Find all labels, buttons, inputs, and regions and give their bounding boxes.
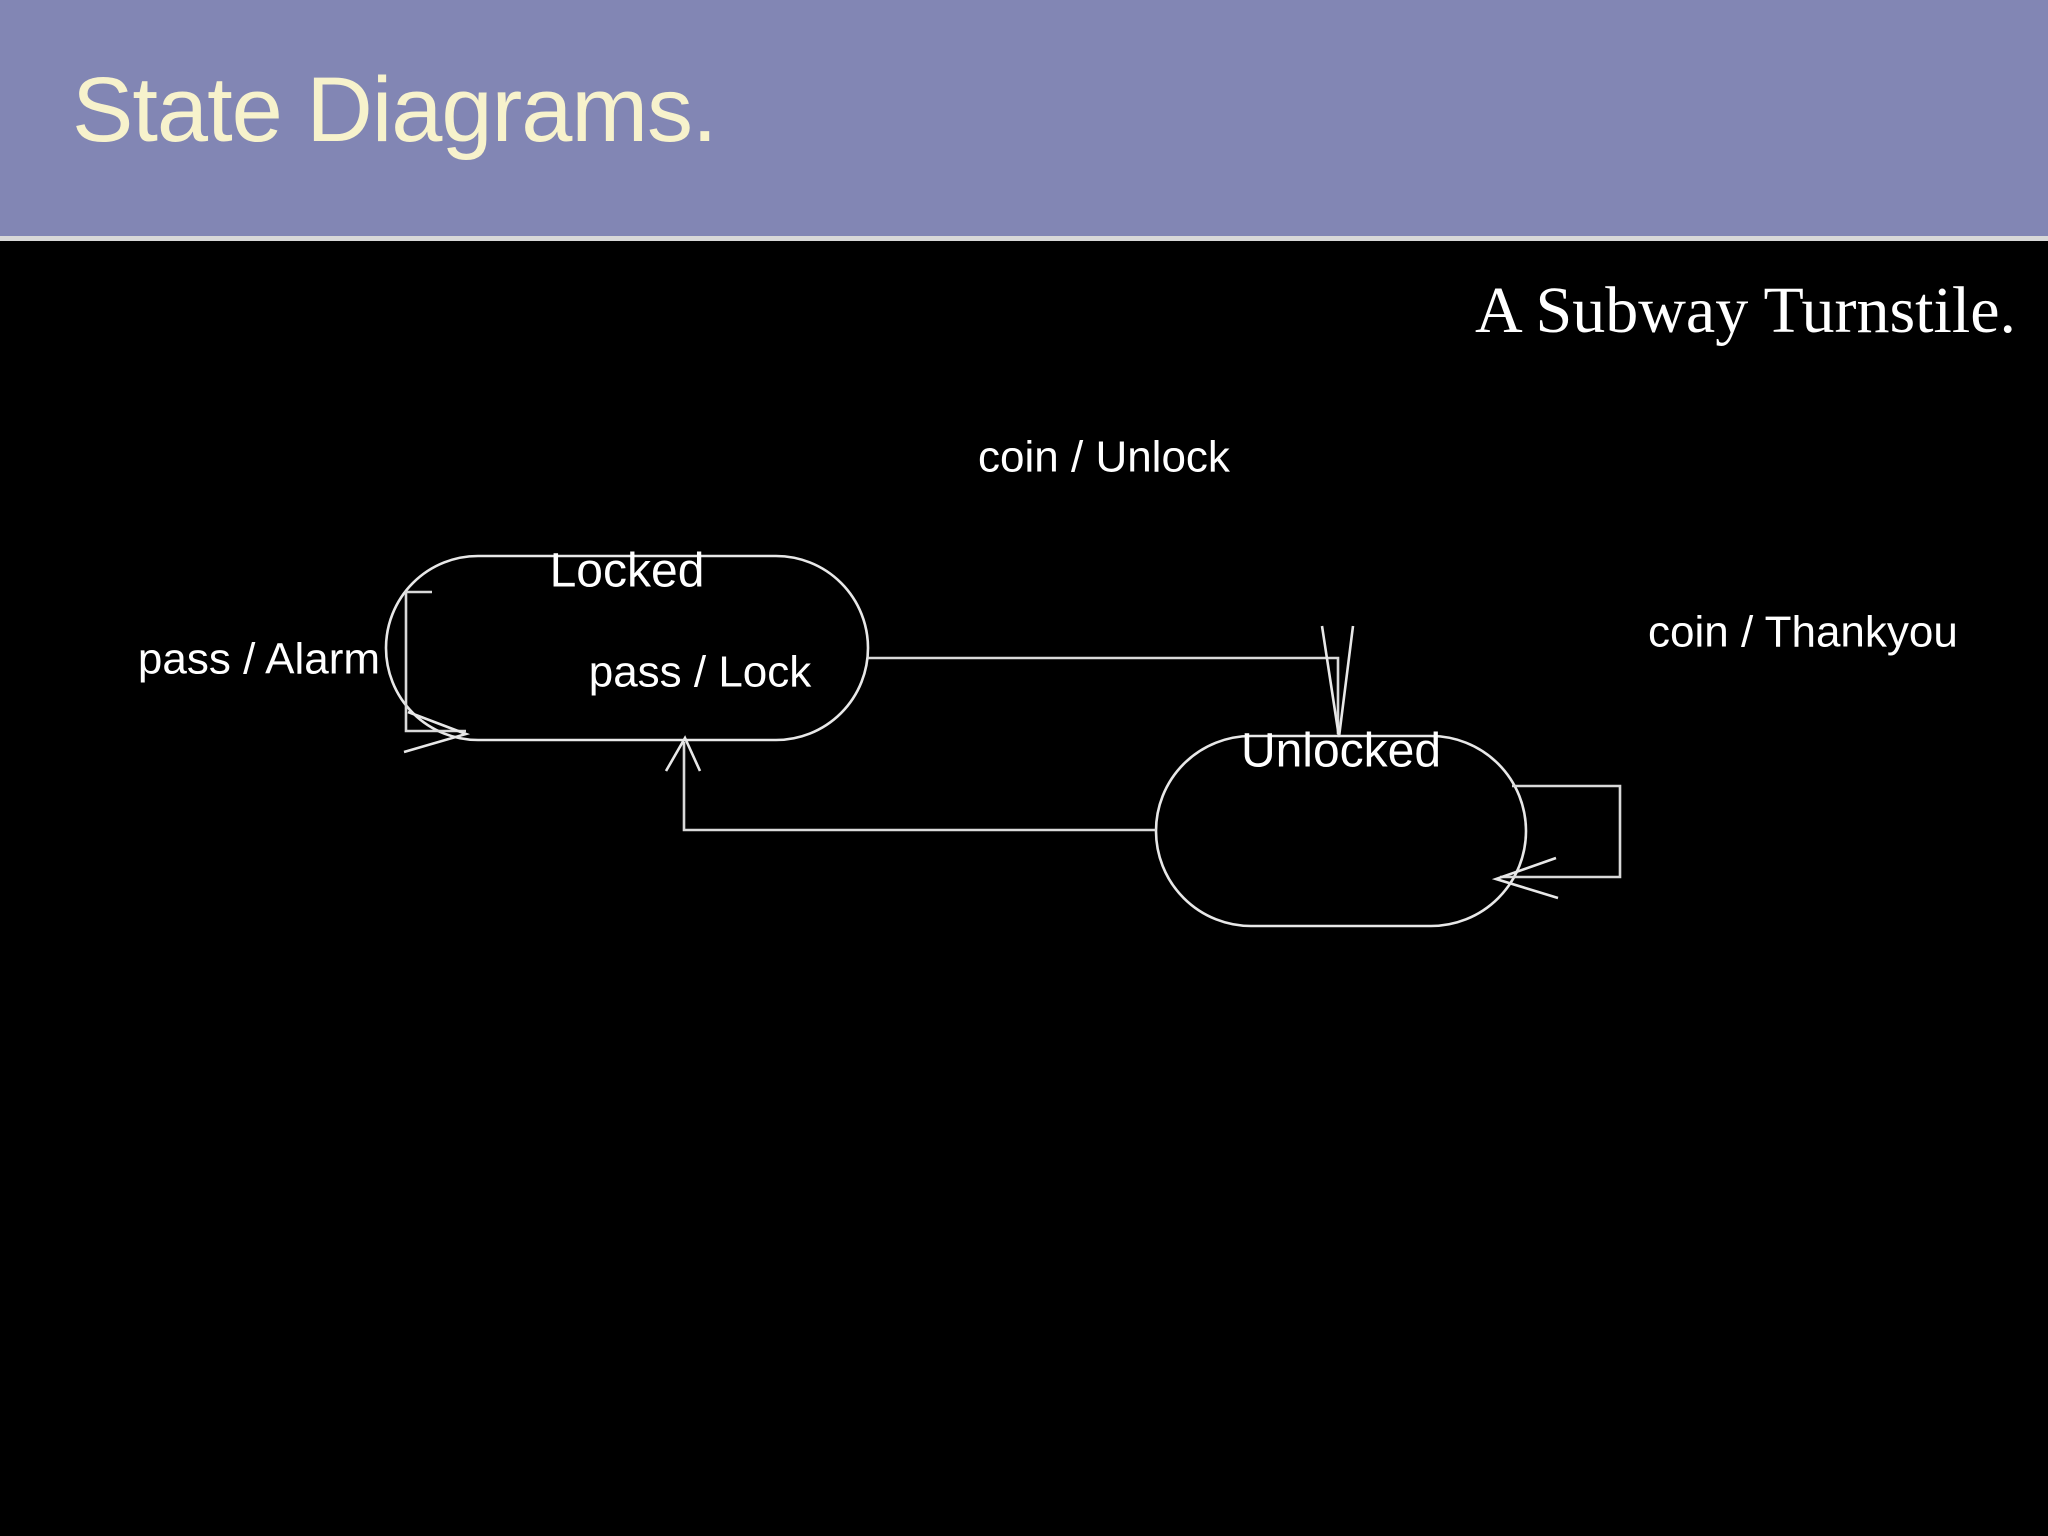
transition-pass-lock-path (682, 742, 1156, 832)
transition-pass-lock-label: pass / Lock (589, 648, 813, 697)
subtitle: A Subway Turnstile. (1475, 274, 2016, 347)
state-node-locked-shape (384, 554, 870, 742)
transition-coin-unlock[interactable]: coin / Unlock (868, 433, 1355, 738)
title-divider (0, 236, 2048, 241)
state-node-unlocked-label: Unlocked (1241, 725, 1441, 778)
transition-locked-self-path (404, 590, 466, 733)
state-node-unlocked[interactable]: Unlocked (1154, 725, 1528, 928)
transition-unlocked-self-path (1500, 784, 1622, 879)
state-node-locked-label: Locked (550, 545, 705, 598)
transition-coin-unlock-arrowhead (1320, 625, 1355, 738)
transition-unlocked-self-arrowhead (1491, 856, 1559, 900)
transition-locked-self[interactable]: pass / Alarm (138, 590, 471, 754)
transition-unlocked-self-label: coin / Thankyou (1648, 608, 1958, 657)
transition-unlocked-self[interactable]: coin / Thankyou (1491, 608, 1958, 900)
state-node-locked[interactable]: Locked (384, 545, 870, 742)
page-title: State Diagrams. (72, 59, 718, 161)
transition-coin-unlock-path (868, 656, 1340, 734)
transition-locked-self-label: pass / Alarm (138, 635, 380, 684)
state-diagram: Locked Unlocked pass / Alarm coin / Un (0, 330, 2048, 1030)
title-bar: State Diagrams. (0, 0, 2048, 236)
transition-pass-lock-arrowhead (664, 735, 702, 772)
transition-locked-self-arrowhead (403, 710, 471, 754)
transition-pass-lock[interactable]: pass / Lock (589, 648, 1156, 832)
transition-coin-unlock-label: coin / Unlock (978, 433, 1231, 482)
